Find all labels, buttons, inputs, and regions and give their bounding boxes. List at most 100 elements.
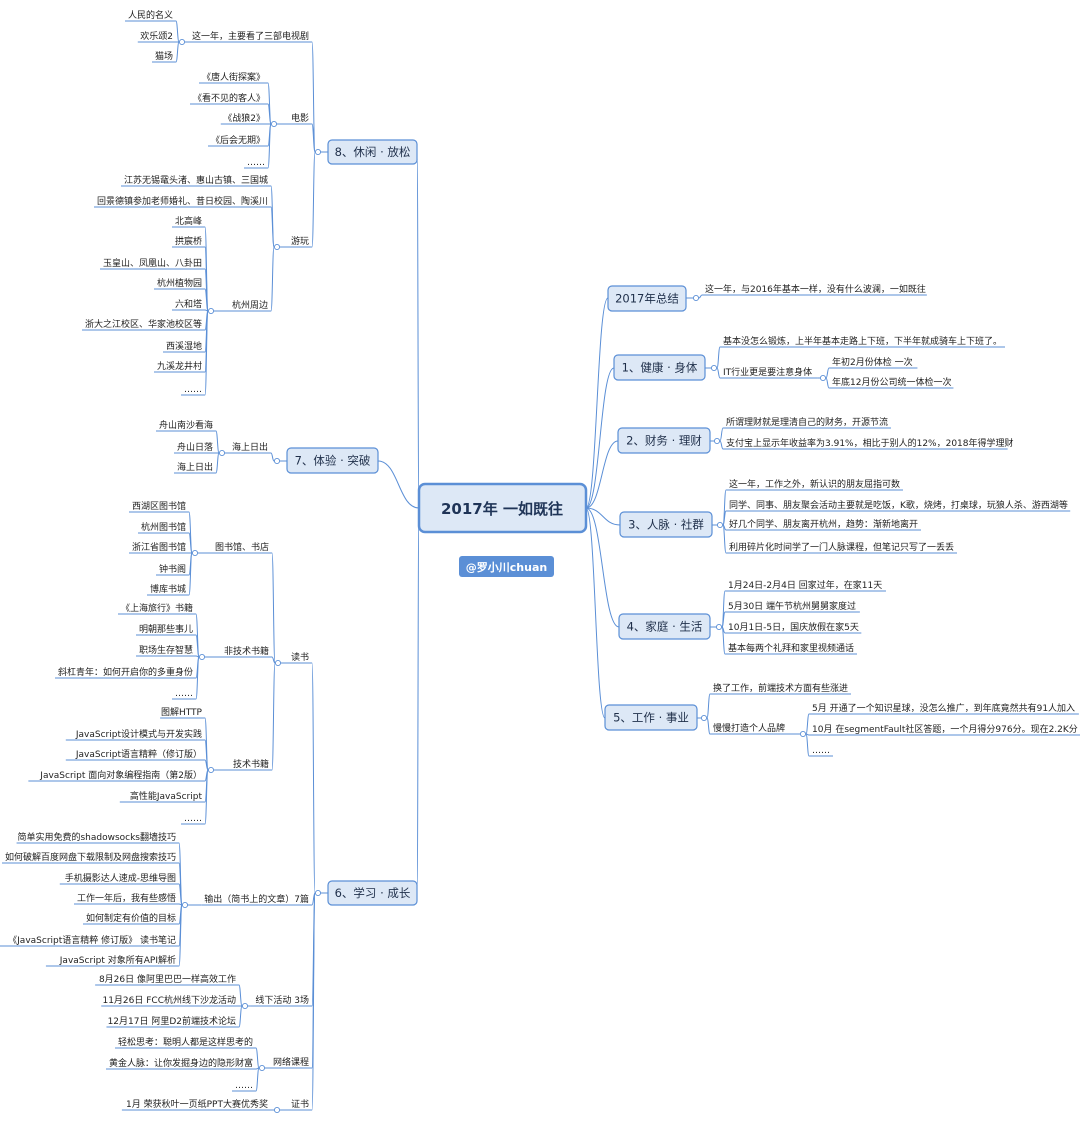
node-left-2-2-2[interactable]: 12月17日 阿里D2前端技术论坛 (108, 1015, 236, 1027)
node-right-3-2[interactable]: 好几个同学、朋友离开杭州，趋势：渐新地离开 (729, 518, 918, 530)
node-left-2-0-collapse-icon[interactable] (274, 659, 282, 667)
branch-left-1[interactable] (286, 447, 379, 474)
node-right-1-1-0[interactable]: 年初2月份体检 一次 (832, 356, 913, 368)
node-left-2-1-4[interactable]: 如何制定有价值的目标 (86, 912, 176, 924)
branch-right-1[interactable] (613, 354, 706, 381)
node-left-2-0-1-2[interactable]: 职场生存智慧 (139, 644, 193, 656)
node-left-0-0-2[interactable]: 猫场 (155, 50, 173, 62)
node-left-2-0-2-2[interactable]: JavaScript语言精粹（修订版） (75, 748, 202, 760)
node-left-2-1-2[interactable]: 手机摄影达人速成-思维导图 (65, 872, 176, 884)
branch-left-1-collapse-icon[interactable] (273, 457, 281, 465)
node-left-1-0-2[interactable]: 海上日出 (177, 461, 213, 473)
node-left-2-0-2-collapse-icon[interactable] (207, 766, 215, 774)
node-left-2-4[interactable]: 证书 (291, 1099, 309, 1110)
node-left-0-2-2-0[interactable]: 北高峰 (175, 215, 202, 227)
node-left-0-2-2-3[interactable]: 杭州植物园 (157, 277, 202, 289)
node-left-0-2-2-4[interactable]: 六和塔 (175, 298, 202, 310)
node-left-0-2-2[interactable]: 杭州周边 (232, 299, 268, 311)
branch-right-5-collapse-icon[interactable] (700, 714, 708, 722)
branch-right-4-collapse-icon[interactable] (715, 623, 723, 631)
node-left-2-1-6[interactable]: JavaScript 对象所有API解析 (59, 954, 176, 966)
node-left-2-3[interactable]: 网络课程 (273, 1056, 309, 1068)
node-left-0-2-2-2[interactable]: 玉皇山、凤凰山、八卦田 (103, 257, 202, 269)
node-right-1-1-1[interactable]: 年底12月份公司统一体检一次 (832, 376, 951, 388)
node-left-2-0-2-4[interactable]: 高性能JavaScript (130, 790, 203, 802)
node-right-5-1-0[interactable]: 5月 开通了一个知识星球，没怎么推广，到年底竟然共有91人加入 (812, 702, 1075, 714)
node-right-5-1-2[interactable]: …… (812, 746, 830, 756)
node-left-1-0-0[interactable]: 舟山南沙看海 (159, 419, 213, 431)
node-left-0-1-collapse-icon[interactable] (270, 120, 278, 128)
node-left-2-0-0-2[interactable]: 浙江省图书馆 (132, 541, 186, 553)
node-right-3-3[interactable]: 利用碎片化时间学了一门人脉课程，但笔记只写了一丢丢 (729, 541, 954, 553)
node-left-2-4-collapse-icon[interactable] (273, 1106, 281, 1114)
node-left-1-0-1[interactable]: 舟山日落 (177, 441, 213, 453)
node-left-2-1-0[interactable]: 简单实用免费的shadowsocks翻墙技巧 (17, 831, 176, 843)
node-left-2-0-2[interactable]: 技术书籍 (233, 758, 269, 770)
node-left-0-1-3[interactable]: 《后会无期》 (211, 134, 265, 146)
node-left-1-0-collapse-icon[interactable] (218, 449, 226, 457)
node-left-2-0-2-0[interactable]: 图解HTTP (161, 706, 203, 718)
node-left-0-1[interactable]: 电影 (291, 112, 309, 124)
node-right-5-1[interactable]: 慢慢打造个人品牌 (713, 722, 785, 734)
node-left-2-0-1-4[interactable]: …… (175, 689, 193, 699)
node-right-4-1[interactable]: 5月30日 端午节杭州舅舅家度过 (728, 600, 856, 612)
node-left-2-0-2-5[interactable]: …… (184, 814, 202, 824)
node-left-0-2-0[interactable]: 江苏无锡鼋头渚、惠山古镇、三国城 (124, 174, 268, 186)
branch-right-4[interactable] (618, 613, 711, 640)
node-left-0-0-1[interactable]: 欢乐颂2 (140, 30, 173, 42)
node-left-1-0[interactable]: 海上日出 (232, 441, 268, 453)
node-right-5-1-collapse-icon[interactable] (799, 730, 807, 738)
node-left-2-0-1-1[interactable]: 明朝那些事儿 (139, 623, 193, 635)
node-left-2-1[interactable]: 输出（简书上的文章）7篇 (204, 893, 309, 905)
node-right-0-0[interactable]: 这一年，与2016年基本一样，没有什么波澜，一如既往 (705, 283, 926, 295)
node-left-0-1-2[interactable]: 《战狼2》 (223, 112, 265, 124)
node-left-0-0-0[interactable]: 人民的名义 (128, 9, 173, 21)
branch-right-5[interactable] (604, 704, 698, 731)
node-left-2-0-1-collapse-icon[interactable] (198, 653, 206, 661)
node-left-0-2-2-7[interactable]: 九溪龙井村 (157, 360, 202, 372)
node-left-2-1-5[interactable]: 《JavaScript语言精粹 修订版》 读书笔记 (8, 934, 176, 946)
node-right-2-1[interactable]: 支付宝上显示年收益率为3.91%，相比于别人的12%，2018年得学理财 (726, 437, 1014, 449)
node-left-0-2-2-5[interactable]: 浙大之江校区、华家池校区等 (85, 318, 202, 330)
branch-right-1-collapse-icon[interactable] (710, 364, 718, 372)
branch-left-0[interactable] (327, 139, 418, 165)
node-left-0-1-0[interactable]: 《唐人街探案》 (202, 71, 265, 83)
node-left-0-0[interactable]: 这一年，主要看了三部电视剧 (192, 30, 309, 42)
node-left-2-2-1[interactable]: 11月26日 FCC杭州线下沙龙活动 (102, 994, 236, 1006)
node-left-2-1-1[interactable]: 如何破解百度网盘下载限制及网盘搜索技巧 (5, 851, 176, 863)
node-right-2-0[interactable]: 所谓理财就是理清自己的财务，开源节流 (726, 416, 888, 428)
node-left-2-3-collapse-icon[interactable] (258, 1064, 266, 1072)
node-left-2-2[interactable]: 线下活动 3场 (255, 994, 309, 1006)
node-left-2-3-2[interactable]: …… (235, 1081, 253, 1091)
branch-right-0[interactable] (607, 285, 687, 312)
node-right-1-1-collapse-icon[interactable] (819, 374, 827, 382)
node-right-1-0[interactable]: 基本没怎么锻炼，上半年基本走路上下班，下半年就成骑车上下班了。 (723, 335, 1002, 347)
node-right-3-0[interactable]: 这一年，工作之外，新认识的朋友屈指可数 (729, 478, 900, 490)
branch-left-2[interactable] (327, 880, 418, 906)
node-left-2-0-0[interactable]: 图书馆、书店 (215, 541, 269, 553)
node-left-2-0[interactable]: 读书 (291, 651, 309, 663)
node-left-2-0-0-0[interactable]: 西湖区图书馆 (132, 500, 186, 512)
node-left-2-1-3[interactable]: 工作一年后，我有些感悟 (77, 892, 176, 904)
node-left-0-2-1[interactable]: 回景德镇参加老师婚礼、昔日校园、陶溪川 (97, 195, 268, 207)
node-left-2-0-0-3[interactable]: 钟书阁 (159, 563, 186, 575)
node-left-0-1-1[interactable]: 《看不见的客人》 (193, 92, 265, 104)
node-right-4-2[interactable]: 10月1日-5日，国庆放假在家5天 (728, 621, 859, 633)
node-right-3-1[interactable]: 同学、同事、朋友聚会活动主要就是吃饭，K歌，烧烤，打桌球，玩狼人杀、游西湖等 (729, 499, 1068, 511)
node-right-5-1-1[interactable]: 10月 在segmentFault社区答题，一个月得分976分。现在2.2K分 (812, 723, 1078, 735)
node-left-0-0-collapse-icon[interactable] (178, 38, 186, 46)
branch-right-2[interactable] (617, 427, 711, 454)
node-left-2-0-1-3[interactable]: 斜杠青年：如何开启你的多重身份 (58, 666, 193, 678)
branch-right-3-collapse-icon[interactable] (716, 521, 724, 529)
node-right-4-3[interactable]: 基本每两个礼拜和家里视频通话 (728, 642, 854, 654)
node-left-2-0-0-4[interactable]: 博库书城 (150, 583, 186, 595)
node-right-5-0[interactable]: 换了工作，前端技术方面有些涨进 (713, 682, 848, 694)
node-left-2-0-1[interactable]: 非技术书籍 (224, 645, 269, 657)
node-left-0-2-collapse-icon[interactable] (273, 243, 281, 251)
node-left-0-1-4[interactable]: …… (247, 158, 265, 168)
node-left-0-2-2-1[interactable]: 拱宸桥 (175, 235, 202, 247)
node-left-2-0-0-1[interactable]: 杭州图书馆 (141, 521, 186, 533)
node-left-0-2-2-collapse-icon[interactable] (207, 307, 215, 315)
node-left-2-2-collapse-icon[interactable] (241, 1002, 249, 1010)
node-left-2-2-0[interactable]: 8月26日 像阿里巴巴一样高效工作 (99, 973, 236, 985)
